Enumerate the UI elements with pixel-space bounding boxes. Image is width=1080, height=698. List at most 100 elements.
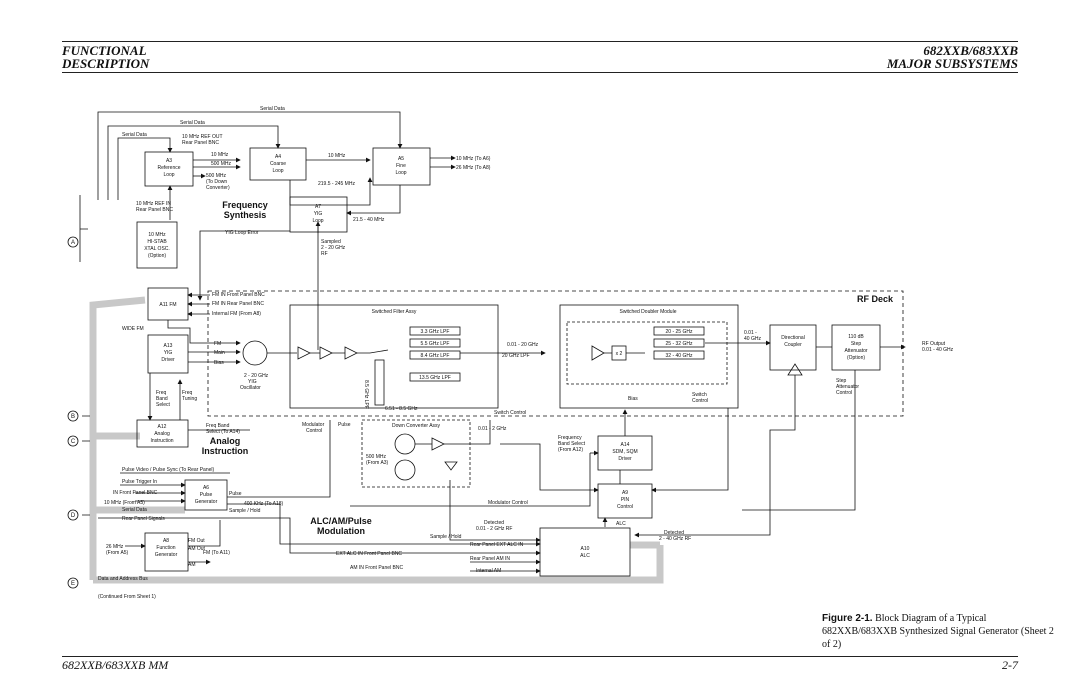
detected-1: Detected (484, 520, 504, 526)
label-215: 21.5 - 40 MHz (353, 217, 385, 223)
label-rp-ext: Rear Panel EXT ALC IN (470, 542, 524, 548)
label-400: 400 KHz (To A18) (244, 501, 284, 507)
label-mc: Modulator Control (488, 500, 528, 506)
label-lpf20: 20 GHz LPF (502, 353, 530, 359)
atten-label-2: Step (851, 341, 862, 347)
atten-label-1: 110 dB (848, 334, 864, 340)
serial-data-3: Serial Data (122, 132, 147, 138)
switch-ctrl: Switch Control (494, 410, 526, 416)
label-10a5: 10 MHz (From A5) (104, 500, 145, 506)
header-bottom-rule (62, 72, 1018, 73)
atten-label-3: Attenuator (844, 348, 867, 354)
label-fm-a11: FM (To A11) (203, 550, 230, 556)
header-right-line1: 682XXB/683XXB (923, 43, 1018, 58)
fbs-a14-2: Select (To A14) (206, 429, 240, 435)
fm-front: FM IN Front Panel BNC (212, 292, 265, 298)
label-pulse-2: Pulse (229, 491, 242, 497)
fbs-a14-1: Freq Band (206, 423, 230, 429)
dca-label: Down Converter Assy (392, 423, 441, 429)
dfilter-25-32: 25 - 32 GHz (666, 341, 693, 347)
a5-label-1: A5 (398, 156, 404, 162)
label-int-am: Internal AM (476, 568, 501, 574)
a14-label-1: A14 (621, 442, 630, 448)
label-sh-2: Sample / Hold (430, 534, 462, 540)
a6-label-2: Pulse (200, 492, 213, 498)
label-bias: Bias (214, 360, 224, 366)
label-to-a8: 26 MHz (To A8) (456, 165, 491, 171)
figure-caption: Figure 2-1. Block Diagram of a Typical 6… (822, 612, 1062, 651)
label-sh: Sample / Hold (229, 508, 261, 514)
label-sd: Serial Data (122, 507, 147, 513)
f001-40-2: 40 GHz (744, 336, 761, 342)
header-right: 682XXB/683XXB MAJOR SUBSYSTEMS (887, 44, 1018, 70)
mod-ctrl-2: Control (306, 428, 322, 434)
sampled-3: RF (321, 251, 328, 257)
header-right-line2: MAJOR SUBSYSTEMS (886, 56, 1018, 71)
a4-label-1: A4 (275, 154, 281, 160)
a12-label-1: A12 (158, 424, 167, 430)
a9-label-1: A9 (622, 490, 628, 496)
step-ctrl-2: Attenuator (836, 384, 859, 390)
label-pv: Pulse Video / Pulse Sync (To Rear Panel) (122, 467, 215, 473)
freq-tuning-2: Tuning (182, 396, 197, 402)
label-am-in: AM IN Front Panel BNC (350, 565, 403, 571)
caption-label: Figure 2-1. (822, 613, 873, 624)
dfilter-32-40: 32 - 40 GHz (666, 353, 693, 359)
a14-label-3: Driver (618, 456, 632, 462)
serial-data-2: Serial Data (180, 120, 205, 126)
detected2-1: Detected (664, 530, 684, 536)
connector-a: A (71, 240, 75, 246)
label-bias-2: Bias (628, 396, 638, 402)
header-left-line2: DESCRIPTION (62, 56, 150, 71)
label-500dc-1: 500 MHz (206, 173, 227, 179)
filter-13-5: 13.5 GHz LPF (419, 375, 451, 381)
a8-label-2: Function (156, 545, 175, 551)
connector-e: E (71, 581, 75, 587)
x2-label: x 2 (616, 351, 623, 357)
freq-tuning-1: Freq (182, 390, 193, 396)
wide-fm: WIDE FM (122, 326, 144, 332)
label-lpf85: 8.5 GHz LPF (363, 380, 369, 409)
f500-a3-2: (From A3) (366, 460, 389, 466)
step-ctrl-3: Control (836, 390, 852, 396)
a6-label-1: A6 (203, 485, 209, 491)
coupler-label-1: Directional (781, 335, 805, 341)
ref-in-1: 10 MHz REF IN (136, 201, 171, 207)
footer-rule (62, 656, 1018, 657)
a3-label-1: A3 (166, 158, 172, 164)
a6-label-3: Generator (195, 499, 218, 505)
section-alc-1: ALC/AM/Pulse (310, 516, 372, 526)
footer-left: 682XXB/683XXB MM (62, 658, 169, 672)
a8-label-1: A8 (163, 538, 169, 544)
label-001-2: 0.01 - 2 GHz (478, 426, 507, 432)
caption-text: Block Diagram of a Typical 682XXB/683XXB… (822, 613, 1054, 650)
connector-c: C (71, 439, 76, 445)
a4-label-3: Loop (272, 168, 283, 174)
a10-label-2: ALC (580, 553, 590, 559)
label-pti: Pulse Trigger In (122, 479, 157, 485)
a14-label-2: SDM, SQM (612, 449, 637, 455)
a12-label-2: Analog (154, 431, 170, 437)
section-alc-2: Modulation (317, 526, 365, 536)
label-500dc-3: Converter) (206, 185, 230, 191)
xtal-label-4: (Option) (148, 253, 166, 259)
xtal-label-2: HI-STAB (147, 239, 167, 245)
label-yig-err: YIG Loop Error (225, 230, 259, 236)
label-500mhz: 500 MHz (211, 161, 232, 167)
section-analog-1: Analog (210, 436, 241, 446)
a13-label-2: YIG (164, 350, 173, 356)
label-fm-out: FM Out (188, 538, 205, 544)
sfa-label: Switched Filter Assy (372, 309, 417, 315)
xtal-label-3: XTAL OSC. (144, 246, 170, 252)
fbs-a12-1: Frequency (558, 435, 582, 441)
a12-label-3: Instruction (150, 438, 173, 444)
label-main: Main (214, 350, 225, 356)
yig-osc-2: YIG (248, 379, 257, 385)
section-analog-2: Instruction (202, 446, 249, 456)
detected-2: 0.01 - 2 GHz RF (476, 526, 512, 532)
header-top-rule (62, 41, 1018, 42)
label-fm: FM (214, 341, 221, 347)
f26-1: 26 MHz (106, 544, 124, 550)
footer-page-number: 2-7 (1002, 658, 1018, 672)
